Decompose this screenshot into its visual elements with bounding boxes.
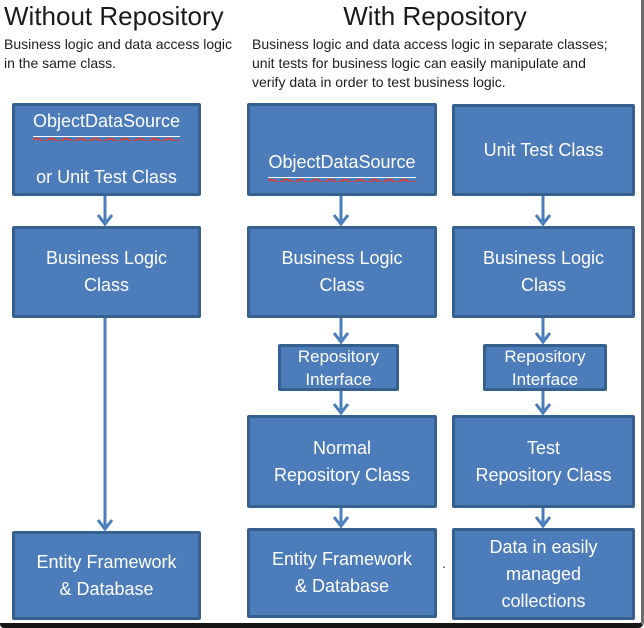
arrow-down — [332, 391, 350, 416]
arrow-down — [534, 196, 552, 227]
box-entity-framework-database-middle: Entity Framework & Database — [247, 528, 437, 618]
box-normal-repository-class: Normal Repository Class — [247, 415, 437, 508]
box-entity-framework-database-left: Entity Framework & Database — [12, 531, 201, 620]
box-repository-interface-middle: Repository Interface — [278, 344, 399, 391]
box-repository-interface-right: Repository Interface — [483, 344, 607, 391]
spellchecked-word: ObjectDataSource — [32, 108, 181, 141]
with-repository-title: With Repository — [343, 1, 527, 31]
box-unit-test-class: Unit Test Class — [452, 104, 635, 196]
arrow-down — [332, 318, 350, 345]
with-repository-subtitle: Business logic and data access logic in … — [252, 36, 608, 90]
spellcheck-squiggle-icon — [268, 178, 416, 182]
stray-period: . — [442, 555, 446, 571]
spellcheck-squiggle-icon — [32, 137, 181, 141]
arrow-down — [332, 508, 350, 529]
arrow-down — [534, 391, 552, 416]
arrow-down — [534, 318, 552, 345]
arrow-down — [332, 196, 350, 227]
box-business-logic-class-middle: Business Logic Class — [247, 226, 437, 318]
arrow-down — [534, 508, 552, 529]
without-repository-title: Without Repository — [4, 1, 224, 31]
box-business-logic-class-right: Business Logic Class — [452, 226, 635, 318]
box-data-in-easily-managed-collections: Data in easily managed collections — [452, 528, 635, 620]
box-objectdatasource: ObjectDataSource — [247, 103, 437, 196]
spellchecked-word: ObjectDataSource — [268, 149, 416, 182]
box-objectdatasource-or-unit-test-class: ObjectDataSource or Unit Test Class — [12, 103, 201, 196]
without-repository-subtitle: Business logic and data access logic in … — [4, 36, 233, 71]
arrow-down — [96, 318, 114, 532]
box-business-logic-class-left: Business Logic Class — [12, 226, 201, 318]
box-test-repository-class: Test Repository Class — [452, 415, 635, 508]
arrow-down — [96, 196, 114, 227]
